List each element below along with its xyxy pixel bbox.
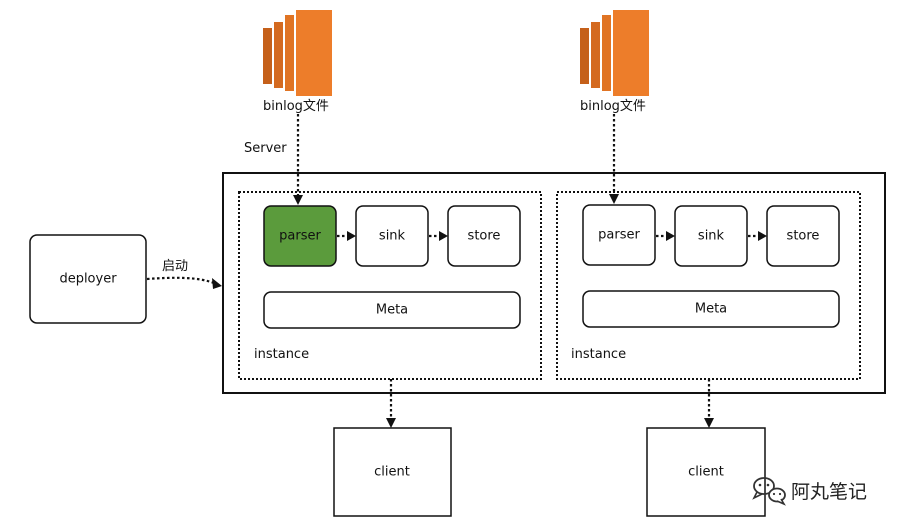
client-label-left: client xyxy=(374,465,410,480)
arrowhead-parser-sink-right xyxy=(666,231,675,241)
meta-box-left: Meta xyxy=(263,291,521,329)
aws-ec2-icon-right xyxy=(580,10,649,96)
client-label-right: client xyxy=(688,465,724,480)
arrowhead-parser-sink-left xyxy=(347,231,356,241)
sink-box-left: sink xyxy=(355,205,429,267)
sink-label-right: sink xyxy=(698,229,725,244)
arrowhead-sink-store-left xyxy=(439,231,448,241)
deployer-box: deployer xyxy=(29,234,147,324)
arrowhead-deployer-server xyxy=(212,278,222,289)
arrowhead-binlog-parser-left xyxy=(293,195,303,205)
binlog-label-left: binlog文件 xyxy=(263,99,329,114)
arrowhead-sink-store-right xyxy=(758,231,767,241)
watermark-text: 阿丸笔记 xyxy=(791,481,867,503)
store-label-left: store xyxy=(468,229,501,244)
binlog-label-right: binlog文件 xyxy=(580,99,646,114)
arrowhead-instance-client-left xyxy=(386,418,396,428)
client-box-left: client xyxy=(333,427,452,517)
meta-label-right: Meta xyxy=(695,302,727,317)
parser-label-right: parser xyxy=(598,228,640,243)
aws-ec2-icon-left xyxy=(263,10,332,96)
store-box-left: store xyxy=(447,205,521,267)
client-box-right: client xyxy=(646,427,766,517)
deployer-label: deployer xyxy=(59,272,117,287)
wechat-icon xyxy=(752,477,786,506)
arrow-deployer-server xyxy=(146,276,215,285)
instance-label-right: instance xyxy=(571,347,626,362)
store-box-right: store xyxy=(766,205,840,267)
instance-label-left: instance xyxy=(254,347,309,362)
start-label: 启动 xyxy=(162,259,188,274)
store-label-right: store xyxy=(787,229,820,244)
server-label: Server xyxy=(244,141,287,156)
sink-box-right: sink xyxy=(674,205,748,267)
parser-box-left: parser xyxy=(263,205,337,267)
meta-label-left: Meta xyxy=(376,303,408,318)
sink-label-left: sink xyxy=(379,229,406,244)
meta-box-right: Meta xyxy=(582,290,840,328)
parser-label-left: parser xyxy=(279,229,321,244)
arrowhead-instance-client-right xyxy=(704,418,714,428)
arrowhead-binlog-parser-right xyxy=(609,194,619,204)
parser-box-right: parser xyxy=(582,204,656,266)
